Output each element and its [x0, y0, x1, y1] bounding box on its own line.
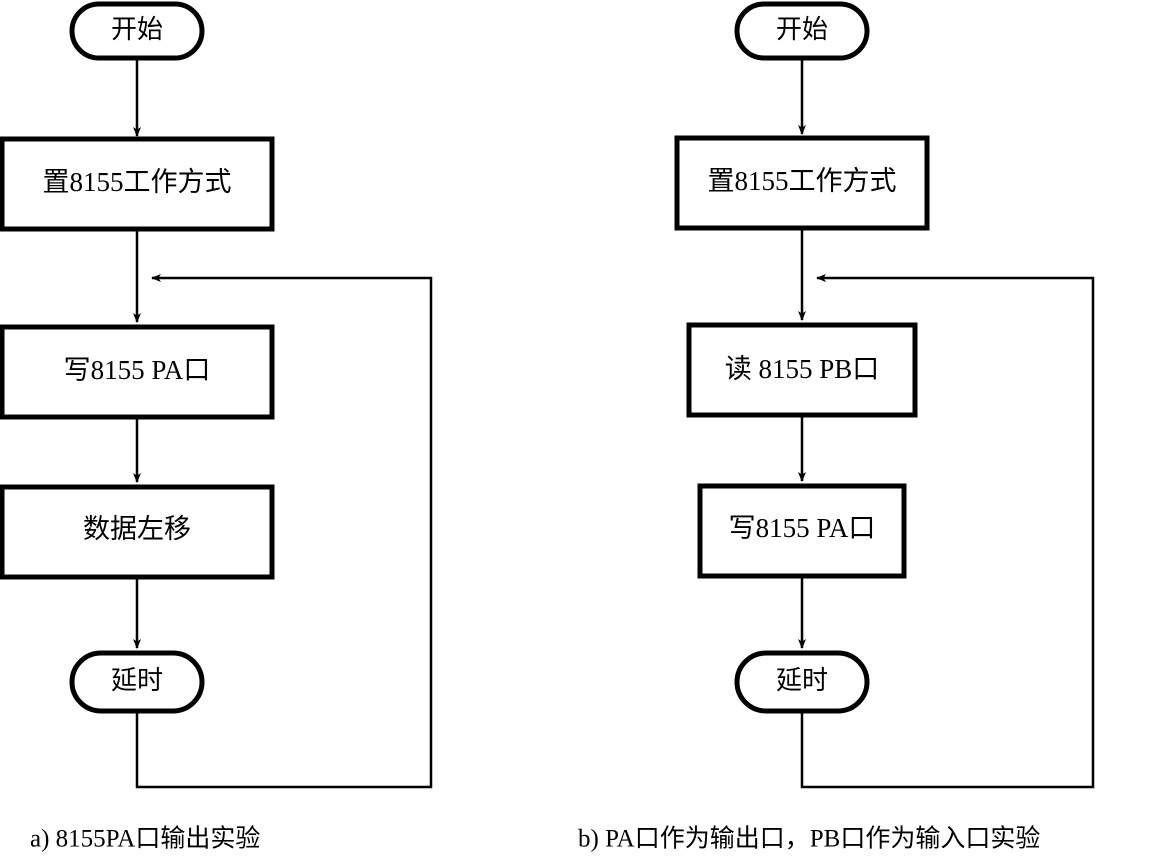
node-a-start-label: 开始	[111, 15, 163, 44]
process-shape-b-mode	[674, 135, 930, 231]
node-b-write-label: 写8155 PA口	[729, 513, 876, 543]
process-shape-a-write	[0, 324, 275, 420]
node-a-mode-label: 置8155工作方式	[43, 167, 232, 197]
node-a-shift-label: 数据左移	[83, 514, 191, 544]
node-b-read[interactable]: 读 8155 PB口	[686, 322, 918, 418]
panel-b: 开始 置8155工作方式 读 8155 PB口 写8155 P	[578, 1, 1095, 853]
node-b-write[interactable]: 写8155 PA口	[697, 483, 907, 579]
node-b-mode[interactable]: 置8155工作方式	[674, 135, 930, 231]
caption-a: a) 8155PA口输出实验	[30, 825, 260, 853]
node-b-mode-label: 置8155工作方式	[708, 166, 897, 196]
process-shape-b-read	[686, 322, 918, 418]
caption-b: b) PA口作为输出口，PB口作为输入口实验	[578, 825, 1040, 853]
node-a-start[interactable]: 开始	[69, 1, 205, 61]
process-shape-a-shift	[0, 484, 275, 580]
panel-a: 开始 置8155工作方式 写8155 PA口 数据左移	[0, 1, 433, 853]
node-b-delay-label: 延时	[776, 666, 828, 695]
node-a-delay[interactable]: 延时	[69, 650, 205, 714]
node-b-start-label: 开始	[776, 15, 828, 44]
node-b-start[interactable]: 开始	[734, 1, 870, 61]
node-a-delay-label: 延时	[111, 666, 163, 695]
connector-a-loopback	[135, 274, 433, 789]
process-shape-a-mode	[0, 136, 275, 232]
connector-b-loopback	[800, 274, 1095, 789]
node-a-write[interactable]: 写8155 PA口	[0, 324, 275, 420]
node-a-shift[interactable]: 数据左移	[0, 484, 275, 580]
node-b-delay[interactable]: 延时	[734, 650, 870, 714]
node-a-write-label: 写8155 PA口	[64, 355, 211, 385]
node-b-read-label: 读 8155 PB口	[725, 354, 880, 384]
node-a-mode[interactable]: 置8155工作方式	[0, 136, 275, 232]
